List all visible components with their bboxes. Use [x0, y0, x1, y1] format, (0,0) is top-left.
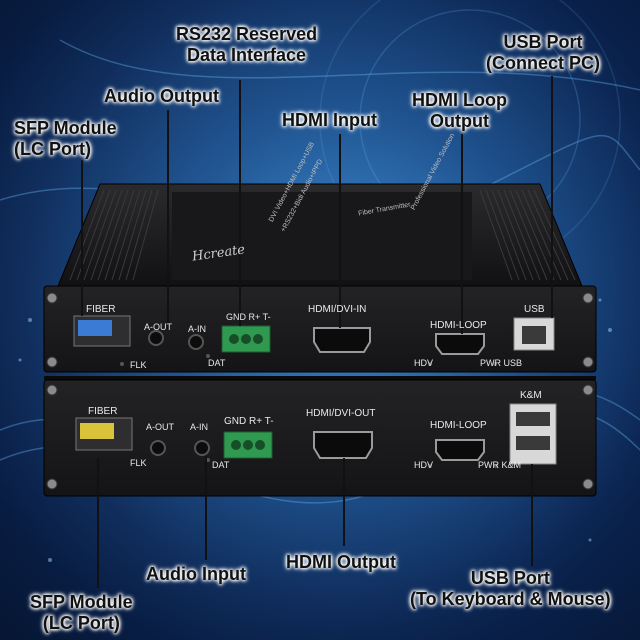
- callout-usb-pc: USB Port (Connect PC): [486, 32, 600, 74]
- callout-hdmi-loop-output: HDMI Loop Output: [412, 90, 507, 132]
- callout-usb-pc-line1: USB Port: [503, 32, 583, 52]
- leader-lines: [81, 76, 553, 588]
- tx-fiber-label: FIBER: [86, 304, 116, 315]
- tx-hdmi-in-label: HDMI/DVI-IN: [308, 304, 367, 315]
- tx-usb-label: USB: [524, 304, 545, 315]
- rx-km-label: K&M: [520, 390, 542, 401]
- tx-terminal-label: GND R+ T-: [226, 312, 271, 322]
- callout-hdmi-output: HDMI Output: [286, 552, 396, 573]
- callout-sfp-top-line1: SFP Module: [14, 118, 117, 138]
- rx-a-out-label: A-OUT: [146, 422, 174, 432]
- tx-a-in-label: A-IN: [188, 324, 206, 334]
- callout-usb-km: USB Port (To Keyboard & Mouse): [410, 568, 611, 610]
- callout-hdmi-loop-line1: HDMI Loop: [412, 90, 507, 110]
- tx-a-out-label: A-OUT: [144, 322, 172, 332]
- callout-usb-km-line2: (To Keyboard & Mouse): [410, 589, 611, 609]
- rx-hdmi-loop-label: HDMI-LOOP: [430, 420, 487, 431]
- rx-terminal-label: GND R+ T-: [224, 416, 274, 427]
- callout-sfp-top: SFP Module (LC Port): [14, 118, 117, 160]
- rx-dat-label: DAT: [212, 460, 230, 470]
- callout-hdmi-loop-line2: Output: [430, 111, 489, 131]
- rx-hdv-label: HDV: [414, 460, 434, 470]
- callout-audio-input-text: Audio Input: [146, 564, 246, 584]
- callout-audio-input: Audio Input: [146, 564, 246, 585]
- tx-hdmi-loop-label: HDMI-LOOP: [430, 320, 487, 331]
- callout-audio-output-text: Audio Output: [104, 86, 219, 106]
- callout-usb-pc-line2: (Connect PC): [486, 53, 600, 73]
- callout-hdmi-output-text: HDMI Output: [286, 552, 396, 572]
- tx-flk-label: FLK: [130, 360, 147, 370]
- callout-sfp-bottom: SFP Module (LC Port): [30, 592, 133, 634]
- callout-rs232: RS232 Reserved Data Interface: [176, 24, 317, 66]
- callout-hdmi-input-text: HDMI Input: [282, 110, 377, 130]
- bokeh-dots: [18, 298, 612, 562]
- callout-rs232-line2: Data Interface: [187, 45, 307, 65]
- receiver-unit: [43, 376, 597, 497]
- callout-sfp-bottom-line1: SFP Module: [30, 592, 133, 612]
- callout-rs232-line1: RS232 Reserved: [176, 24, 318, 44]
- callout-usb-km-line1: USB Port: [470, 568, 550, 588]
- callout-sfp-top-line2: (LC Port): [14, 139, 91, 159]
- rx-a-in-label: A-IN: [190, 422, 208, 432]
- rx-hdmi-out-label: HDMI/DVI-OUT: [306, 408, 376, 419]
- callout-hdmi-input: HDMI Input: [282, 110, 377, 131]
- callout-audio-output: Audio Output: [104, 86, 219, 107]
- rx-flk-label: FLK: [130, 458, 147, 468]
- callout-sfp-bottom-line2: (LC Port): [42, 613, 120, 633]
- rx-pwr-km-label: PWR K&M: [478, 460, 522, 470]
- tx-dat-label: DAT: [208, 358, 226, 368]
- tx-pwr-usb-label: PWR USB: [480, 358, 523, 368]
- tx-hdv-label: HDV: [414, 358, 434, 368]
- transmitter-unit: [43, 183, 597, 373]
- rx-fiber-label: FIBER: [88, 406, 118, 417]
